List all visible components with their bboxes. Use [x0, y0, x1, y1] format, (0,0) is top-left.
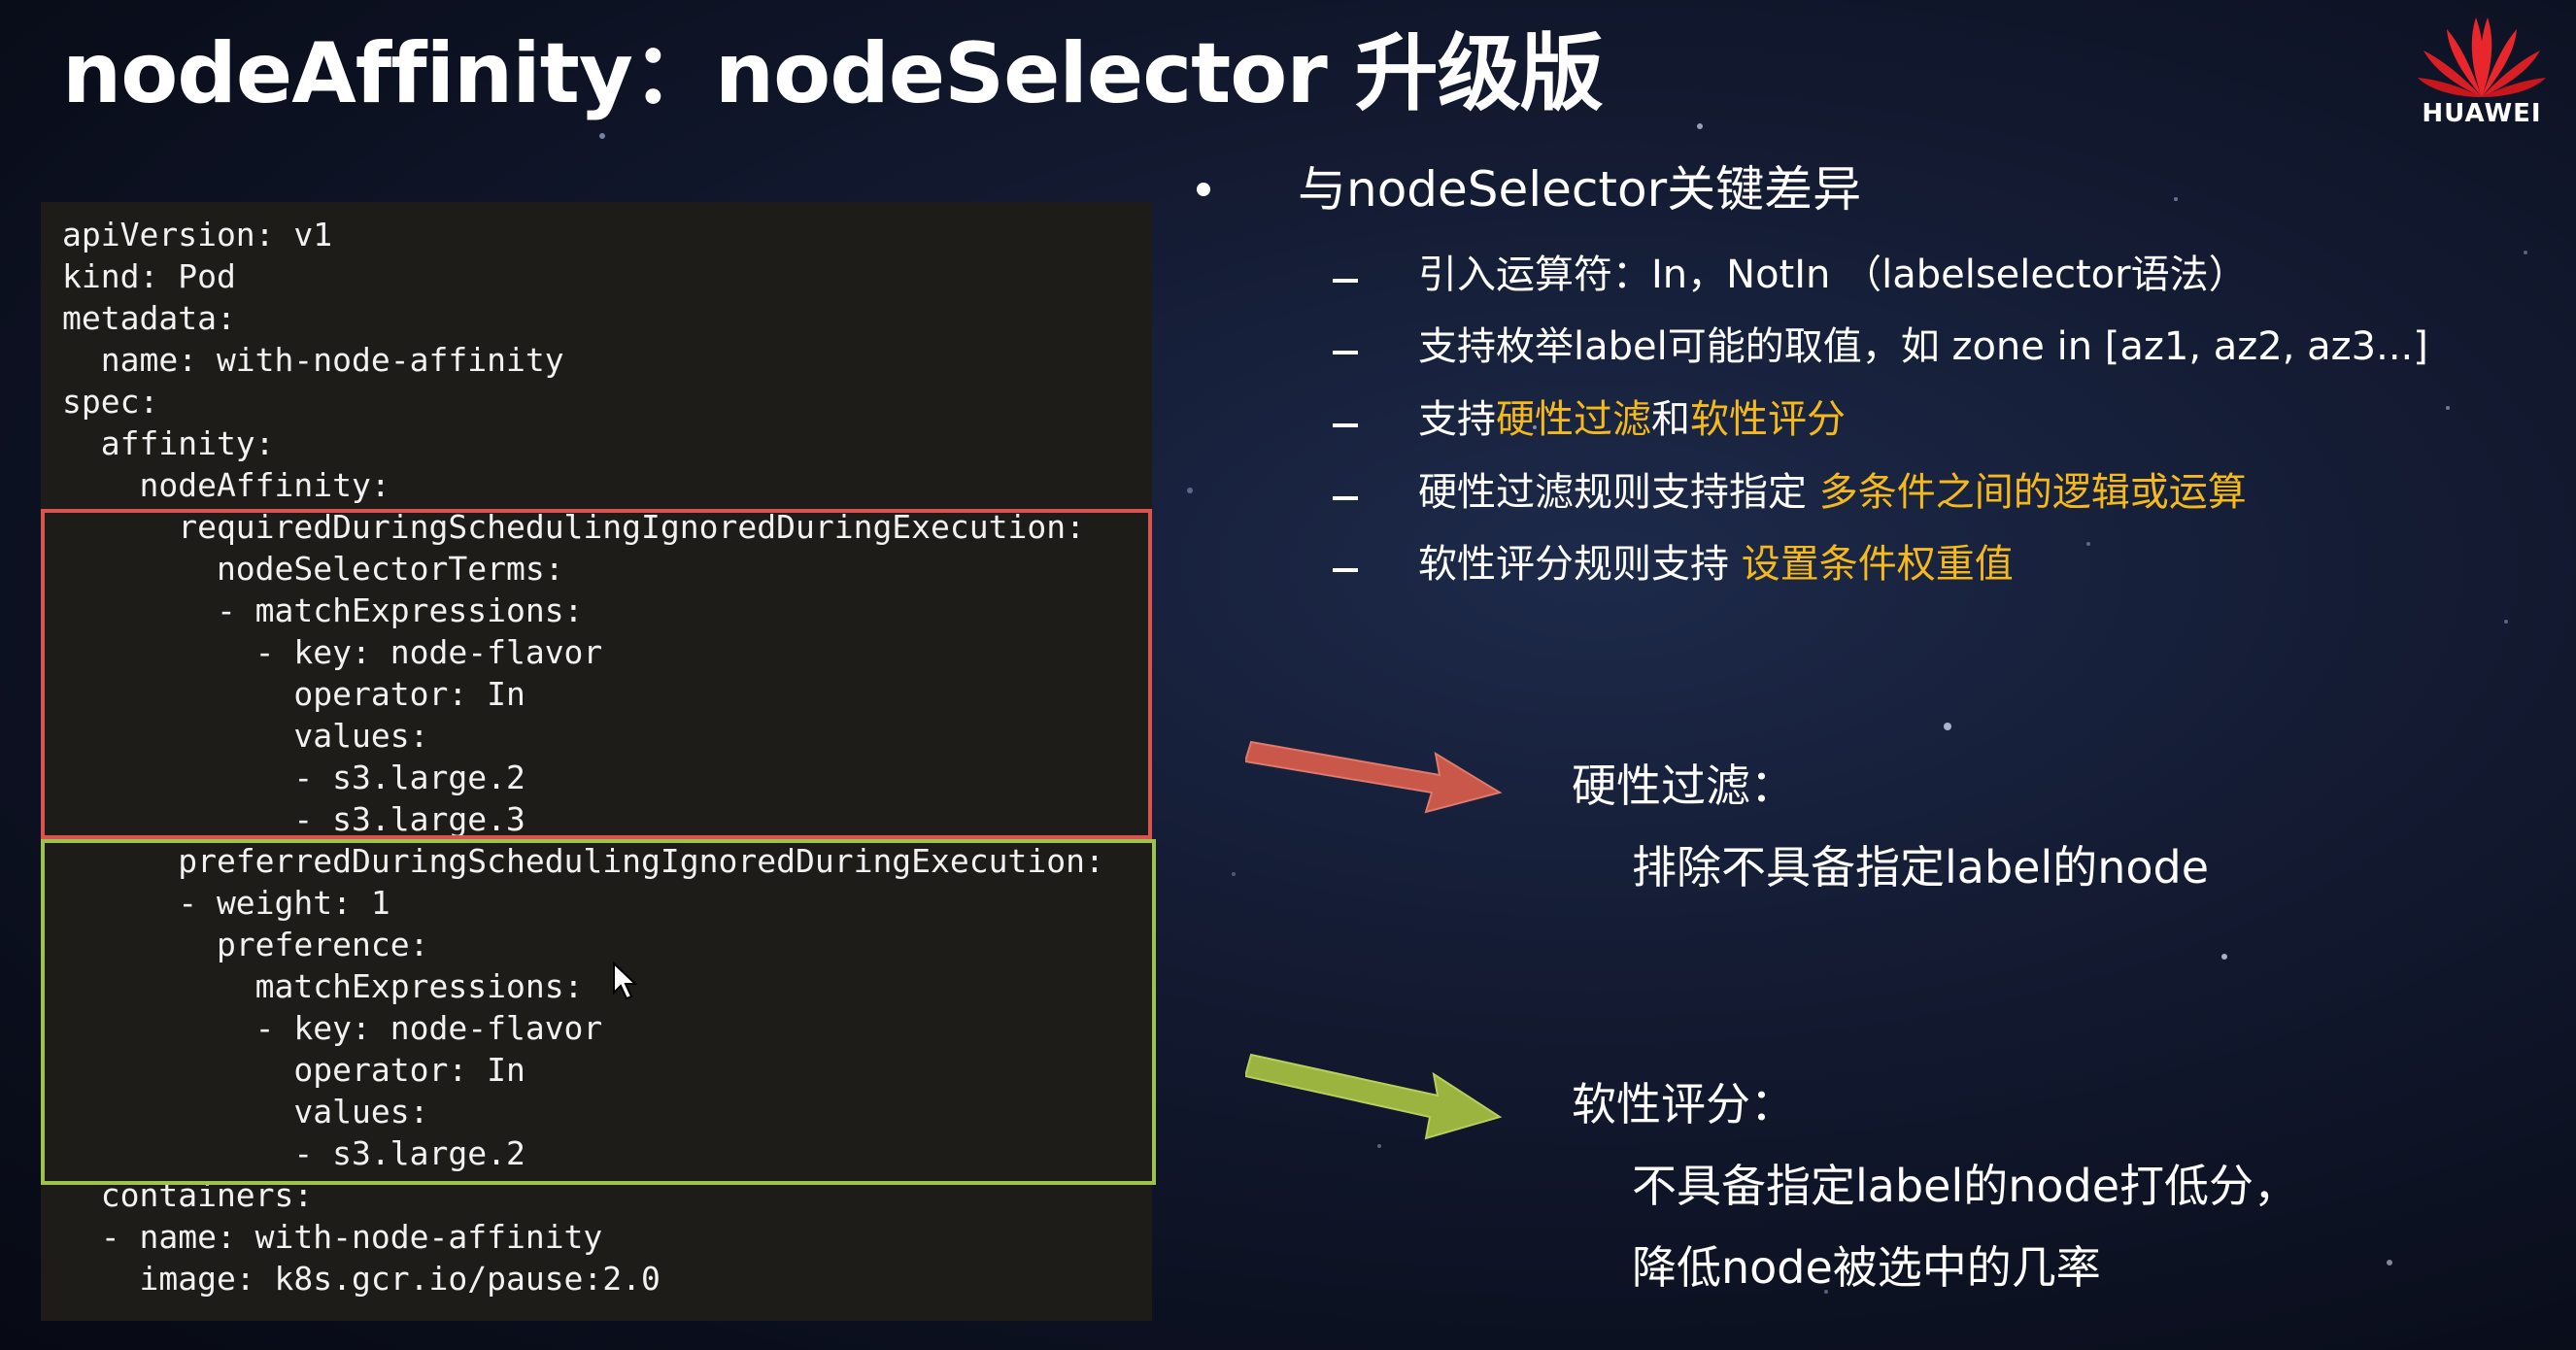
soft-score-title: 软性评分：	[1572, 1078, 1795, 1131]
bullet-dot	[1197, 183, 1210, 196]
text-fragment: 硬性过滤规则支持指定	[1418, 470, 1819, 515]
difference-item-operators: 引入运算符：In，NotIn （labelselector语法）	[1418, 253, 2248, 297]
mouse-cursor-icon	[613, 962, 638, 1000]
huawei-logo-text: HUAWEI	[2422, 99, 2542, 128]
soft-score-desc-1: 不具备指定label的node打低分，	[1632, 1160, 2299, 1212]
code-line: - s3.large.3	[62, 800, 525, 838]
differences-heading: 与nodeSelector关键差异	[1298, 161, 1862, 218]
code-line: affinity:	[62, 424, 275, 462]
code-line: operator: In	[62, 1051, 525, 1089]
code-line: matchExpressions:	[62, 967, 584, 1005]
dash-marker	[1333, 423, 1358, 427]
highlight-hard-filter: 硬性过滤	[1496, 397, 1651, 442]
code-line: - s3.large.2	[62, 759, 525, 796]
code-line: nodeSelectorTerms:	[62, 550, 564, 588]
soft-score-desc-2: 降低node被选中的几率	[1632, 1241, 2101, 1294]
code-line: image: k8s.gcr.io/pause:2.0	[62, 1260, 661, 1298]
code-line: preference:	[62, 926, 429, 963]
code-line: name: with-node-affinity	[62, 341, 564, 379]
code-line: spec:	[62, 383, 159, 421]
code-line: - matchExpressions:	[62, 591, 584, 629]
dash-marker	[1333, 496, 1358, 500]
highlight-weight: 设置条件权重值	[1741, 542, 2014, 587]
dash-marker	[1333, 351, 1358, 354]
code-line: values:	[62, 1093, 429, 1131]
code-line: operator: In	[62, 675, 525, 713]
code-line: nodeAffinity:	[62, 466, 390, 504]
hard-filter-title: 硬性过滤：	[1572, 759, 1795, 812]
code-line: - name: with-node-affinity	[62, 1218, 603, 1256]
dash-marker	[1333, 568, 1358, 572]
code-line: - weight: 1	[62, 884, 390, 922]
huawei-flower-icon	[2418, 17, 2546, 97]
difference-item-logic-or: 硬性过滤规则支持指定 多条件之间的逻辑或运算	[1418, 463, 2247, 522]
code-line: - key: node-flavor	[62, 633, 603, 671]
text-fragment: 和	[1651, 397, 1690, 442]
highlight-soft-score: 软性评分	[1690, 397, 1846, 442]
code-line: preferredDuringSchedulingIgnoredDuringEx…	[62, 842, 1104, 880]
highlight-logic-or: 多条件之间的逻辑或运算	[1818, 470, 2247, 515]
code-line: - key: node-flavor	[62, 1009, 603, 1047]
required-highlight-box	[41, 509, 1152, 839]
preferred-highlight-box	[41, 839, 1156, 1185]
code-line: metadata:	[62, 299, 236, 337]
dash-marker	[1333, 279, 1358, 283]
code-line: - s3.large.2	[62, 1134, 525, 1172]
text-fragment: 软性评分规则支持	[1418, 542, 1742, 587]
red-arrow-icon	[1245, 740, 1503, 814]
difference-item-enumeration: 支持枚举label可能的取值，如 zone in [az1, az2, az3.…	[1418, 324, 2428, 369]
hard-filter-desc: 排除不具备指定label的node	[1632, 841, 2210, 894]
code-line: values:	[62, 717, 429, 755]
slide-title: nodeAffinity：nodeSelector 升级版	[62, 25, 1604, 122]
difference-item-filter-and-score: 支持硬性过滤和软性评分	[1418, 390, 1846, 449]
difference-item-weight: 软性评分规则支持 设置条件权重值	[1418, 535, 2014, 593]
code-line: kind: Pod	[62, 257, 236, 295]
code-line: requiredDuringSchedulingIgnoredDuringExe…	[62, 508, 1085, 546]
text-fragment: 支持	[1418, 397, 1496, 442]
code-line: apiVersion: v1	[62, 216, 333, 253]
yaml-code-panel: apiVersion: v1 kind: Pod metadata: name:…	[41, 202, 1152, 1321]
green-arrow-icon	[1245, 1053, 1503, 1140]
